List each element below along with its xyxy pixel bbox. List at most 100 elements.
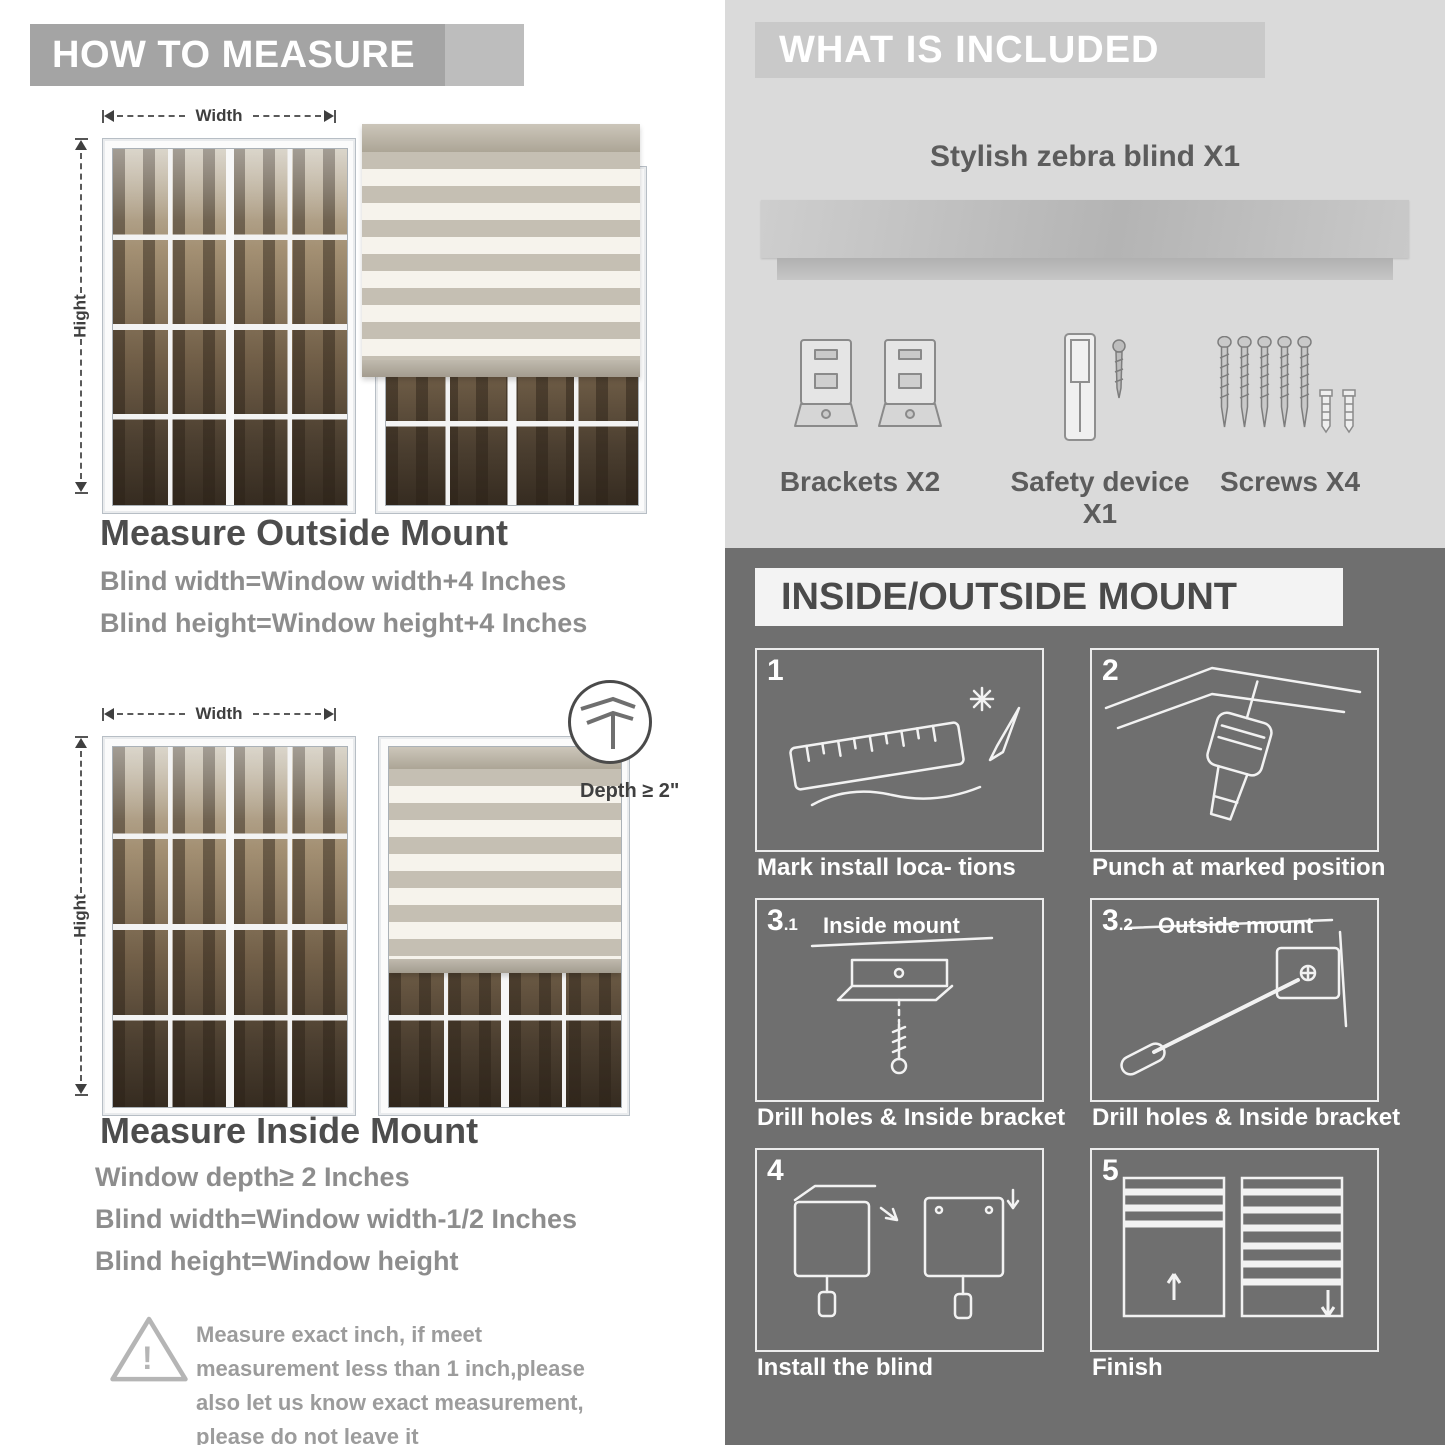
inside-bracket-illustration [810,936,994,1075]
arrow-tick [74,138,88,140]
blind-item-label: Stylish zebra blind X1 [929,140,1241,173]
mount-instructions-section: INSIDE/OUTSIDE MOUNT [725,548,1445,1445]
step-panel-3-1: 3.1 Inside mount [755,898,1044,1102]
bracket-icon [794,339,858,427]
step-panel-4: 4 [755,1148,1044,1352]
width-arrow: Width [102,106,336,126]
mount-title: INSIDE/OUTSIDE MOUNT [781,575,1238,618]
window-illustration [102,138,356,514]
what-is-included-header: WHAT IS INCLUDED [755,22,1265,78]
height-label: Hight [71,294,90,338]
mount-header: INSIDE/OUTSIDE MOUNT [755,568,1343,626]
arrow-dash [80,751,82,893]
height-arrow: Hight [71,736,90,1096]
screw-icon [1237,336,1252,428]
blind-bottom-rail [389,959,621,973]
safety-device-label: Safety device X1 [1010,466,1190,529]
step-number: 3.2 [1102,906,1133,936]
step-caption-1: Mark install loca- tions [757,854,1016,881]
finish-illustration [1122,1176,1344,1318]
arrow-tick [102,109,104,123]
what-is-included-title: WHAT IS INCLUDED [779,28,1160,71]
width-label: Width [195,704,243,723]
inside-mount-figure: Width Hight [70,680,680,1116]
inside-depth-formula: Window depth≥ 2 Inches [95,1162,410,1192]
step-number-text: 4 [767,1154,784,1187]
window-glass [112,148,348,506]
step-number-text: 5 [1102,1154,1119,1187]
arrow-dash [80,939,82,1081]
step-panel-1: 1 [755,648,1044,852]
screw-icon [1297,336,1312,428]
step-number: 1 [767,656,784,686]
step-caption-3-1: Drill holes & Inside bracket [757,1104,1066,1131]
outside-width-formula: Blind width=Window width+4 Inches [100,566,567,596]
step-panel-5: 5 [1090,1148,1379,1352]
blind-cassette [389,747,621,769]
step-caption-4: Install the blind [757,1354,934,1381]
outside-bracket-illustration [1120,918,1348,1076]
step-number: 4 [767,1156,784,1186]
warning-mark: ! [142,1340,153,1376]
warning-icon: ! [108,1312,194,1392]
arrow-tick [334,109,336,123]
step-caption-5: Finish [1092,1354,1163,1381]
how-to-measure-title: HOW TO MEASURE [52,33,416,76]
arrow-dash [80,339,82,479]
zebra-blind-illustration [362,124,640,377]
screws-label: Screws X4 [1219,466,1361,497]
arrow-right-icon [324,110,334,122]
arrow-tick [102,707,104,721]
step-caption-2: Punch at marked position [1092,854,1386,881]
arrow-dash [117,713,186,715]
step-number: 2 [1102,656,1119,686]
depth-detail-circle [568,680,652,764]
drill-illustration [1104,666,1362,821]
width-arrow: Width [102,704,336,724]
step-panel-2: 2 [1090,648,1379,852]
safety-device-icon [1064,333,1126,441]
step-number-text: 3 [767,904,784,937]
blind-stripes [389,769,621,959]
safety-device-illustration [1055,330,1145,455]
step-number-text: 1 [767,654,784,687]
step-number-text: 3 [1102,904,1119,937]
arrow-up-icon [75,140,87,150]
blind-bottom-rail [362,360,640,377]
screw-icon [1217,336,1232,428]
inside-mount-title: Measure Inside Mount [100,1110,479,1151]
step-number-sub: .2 [1118,915,1133,934]
outside-mount-label: Outside mount [1158,913,1314,938]
arrow-dash [80,153,82,293]
height-label: Hight [71,894,90,938]
headrail-lip [777,258,1393,280]
wall-anchor-icon [1342,389,1356,434]
window-panes [113,149,347,505]
arrow-tick [74,1094,88,1096]
window-panes [113,747,347,1107]
screws-illustration [1217,336,1358,434]
window-corner-detail-icon [580,696,636,749]
mark-location-illustration [789,686,1021,807]
arrow-left-icon [104,110,114,122]
outside-height-formula: Blind height=Window height+4 Inches [100,608,588,638]
step-number: 5 [1102,1156,1119,1186]
step-number-text: 2 [1102,654,1119,687]
blind-outside-illustration [362,124,647,514]
headrail-illustration [761,200,1409,258]
arrow-down-icon [75,482,87,492]
measure-note: Measure exact inch, if meet measurement … [196,1322,585,1445]
zebra-blind-illustration [389,747,621,973]
window-illustration [102,736,356,1116]
warning-triangle-icon [110,1316,188,1382]
brackets-illustration [791,334,945,438]
arrow-tick [74,492,88,494]
step-panel-3-2: 3.2 Outside mount [1090,898,1379,1102]
screw-icon [1257,336,1272,428]
arrow-tick [74,736,88,738]
how-to-measure-header: HOW TO MEASURE [30,24,524,86]
depth-label: Depth ≥ 2" [580,780,680,802]
inside-width-formula: Blind width=Window width-1/2 Inches [95,1204,578,1234]
blind-stripes [362,152,640,360]
